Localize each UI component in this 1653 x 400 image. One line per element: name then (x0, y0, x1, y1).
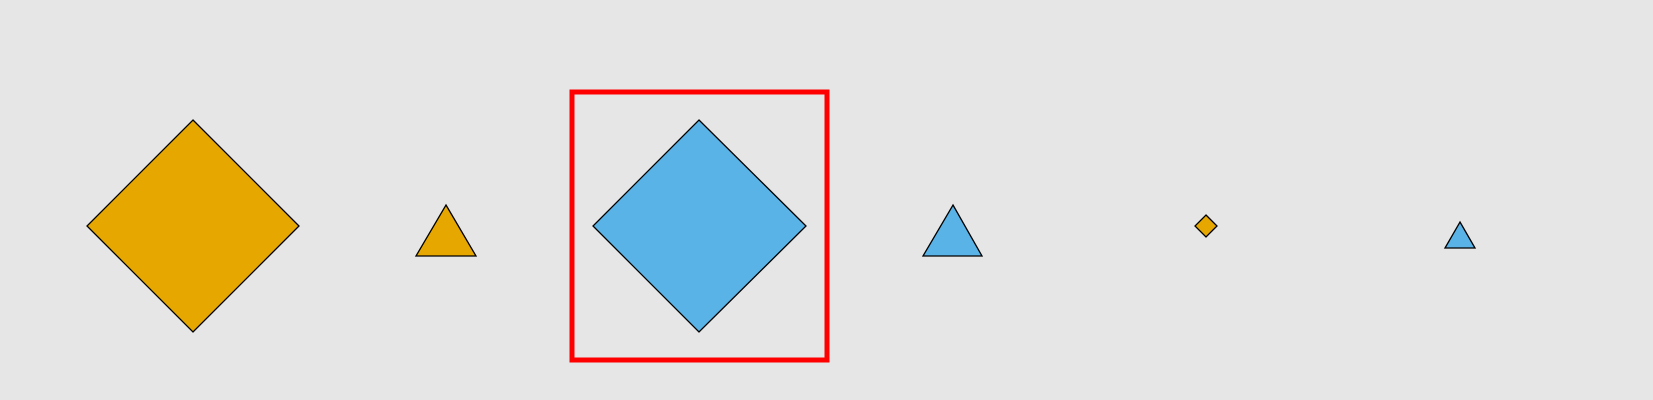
selection-box (569, 89, 830, 363)
orange-diamond-large (86, 119, 300, 333)
blue-diamond-large (592, 119, 807, 333)
blue-triangle-medium (921, 203, 984, 257)
orange-triangle-medium (414, 203, 478, 257)
orange-diamond-small (1194, 214, 1218, 238)
blue-triangle-small (1443, 220, 1477, 249)
